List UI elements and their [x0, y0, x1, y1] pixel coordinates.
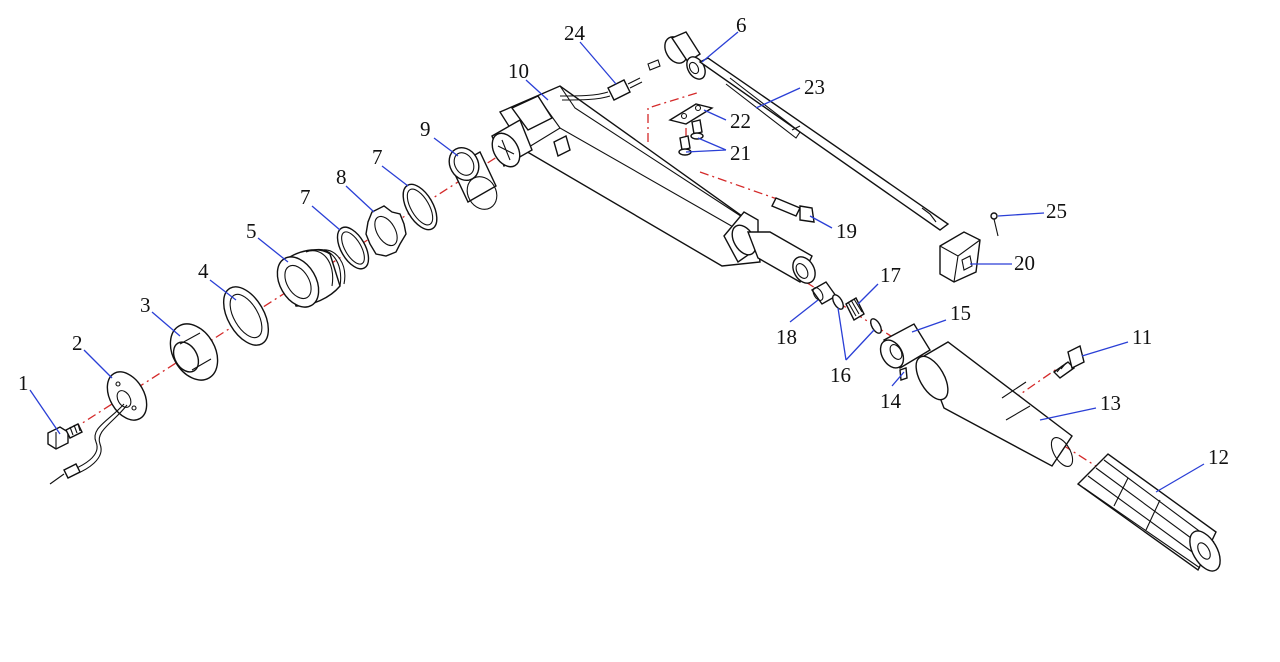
leader-2: [83, 349, 113, 379]
label-part-13: 13: [1100, 391, 1121, 415]
label-part-17: 17: [880, 263, 901, 287]
label-part-22: 22: [730, 109, 751, 133]
part-2-flange-with-lead-wire: [49, 371, 148, 485]
leader-14: [891, 371, 905, 387]
part-7-lower-ring: [336, 226, 370, 270]
axis-screw-19: [699, 171, 781, 201]
part-10-main-arm: [491, 85, 816, 284]
part-17-spring: [845, 297, 865, 321]
part-12-ribbed-grip: [1076, 453, 1221, 572]
leader-4: [209, 279, 237, 301]
leader-6: [701, 31, 739, 63]
label-part-10: 10: [508, 59, 529, 83]
part-4-washer: [222, 286, 270, 346]
part-20-bracket: [939, 231, 981, 283]
leader-3: [151, 311, 181, 337]
leader-15: [911, 319, 947, 333]
leader-16: [837, 307, 875, 361]
part-9-sleeve: [448, 146, 498, 210]
label-part-1: 1: [18, 371, 29, 395]
label-part-2: 2: [72, 331, 83, 355]
leader-24: [579, 41, 617, 85]
leader-12: [1155, 463, 1205, 493]
part-19-screw: [771, 197, 815, 223]
leader-9: [433, 137, 459, 157]
part-16-small-rings: [832, 294, 882, 334]
axis-screw-11: [1011, 367, 1059, 401]
leader-8: [345, 185, 375, 213]
leader-18: [789, 299, 819, 323]
leader-21: [685, 137, 727, 153]
part-number-labels: 1 2 3 4 5 7 8 7 9 10 24 6 23 22 21 19 25…: [18, 13, 1229, 469]
part-24-wire-connector: [559, 59, 661, 101]
part-21-screws: [678, 119, 704, 156]
part-25-pin: [990, 212, 999, 237]
part-22-plate: [668, 103, 714, 125]
part-6-knob: [664, 31, 706, 80]
label-part-7-lower: 7: [300, 185, 311, 209]
label-part-24: 24: [564, 21, 586, 45]
label-part-20: 20: [1014, 251, 1035, 275]
leader-1: [29, 389, 61, 435]
label-part-16: 16: [830, 363, 851, 387]
part-8-lock-washer: [365, 205, 407, 257]
label-part-8: 8: [336, 165, 347, 189]
axis-bracket-dowel: [647, 91, 701, 142]
part-18-nut: [810, 281, 838, 305]
label-part-3: 3: [140, 293, 151, 317]
label-part-19: 19: [836, 219, 857, 243]
part-11-screw: [1052, 344, 1085, 379]
label-part-18: 18: [776, 325, 797, 349]
label-part-7-upper: 7: [372, 145, 383, 169]
label-part-14: 14: [880, 389, 902, 413]
label-part-11: 11: [1132, 325, 1152, 349]
leader-10: [525, 79, 549, 101]
part-15-cap: [879, 323, 931, 369]
label-part-12: 12: [1208, 445, 1229, 469]
part-3-flanged-bushing: [169, 323, 219, 381]
label-part-9: 9: [420, 117, 431, 141]
leader-13: [1039, 407, 1097, 421]
label-part-21: 21: [730, 141, 751, 165]
leader-7a: [311, 205, 341, 231]
label-part-15: 15: [950, 301, 971, 325]
leader-23: [755, 87, 801, 109]
label-part-25: 25: [1046, 199, 1067, 223]
label-part-6: 6: [736, 13, 747, 37]
label-part-23: 23: [804, 75, 825, 99]
part-14-set-screw: [899, 367, 908, 381]
leader-25: [997, 212, 1045, 217]
leader-19: [809, 215, 833, 229]
label-part-4: 4: [198, 259, 209, 283]
leader-22: [703, 109, 727, 121]
label-part-5: 5: [246, 219, 257, 243]
leader-7b: [381, 165, 409, 187]
leader-lines: [29, 31, 1205, 493]
leader-5: [257, 237, 289, 263]
part-13-handle-sleeve: [915, 341, 1074, 467]
leader-11: [1081, 341, 1129, 357]
leader-17: [857, 283, 879, 305]
part-1-bolt: [47, 423, 83, 450]
part-5-grooved-hub: [276, 248, 346, 308]
